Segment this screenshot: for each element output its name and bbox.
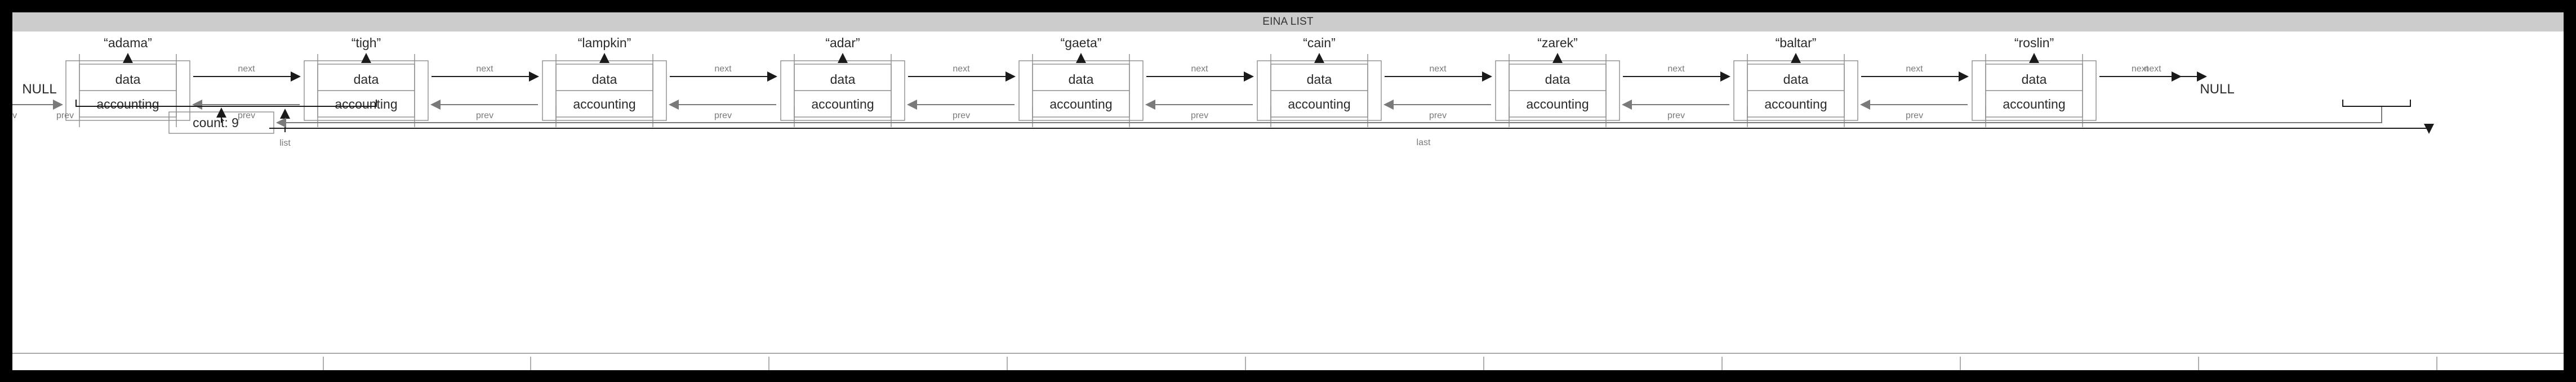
node-accounting-cell-8: accounting xyxy=(1764,97,1827,111)
node-accounting-cell-4: accounting xyxy=(811,97,874,111)
prev-label-4: prev xyxy=(714,111,732,120)
prev-label-9: prev xyxy=(1906,111,1923,120)
node-data-cell-1: data xyxy=(115,72,141,87)
node-accounting-cell-2: accounting xyxy=(335,97,397,111)
list-label: list xyxy=(279,138,291,148)
head-null-label: NULL xyxy=(22,82,56,97)
node-data-cell-5: data xyxy=(1069,72,1094,87)
window-titlebar: EINA LIST xyxy=(12,12,2564,32)
prev-label-3: prev xyxy=(476,111,493,120)
next-label-7: next xyxy=(1667,64,1685,74)
node-data-cell-6: data xyxy=(1307,72,1332,87)
node-accounting-cell-9: accounting xyxy=(2003,97,2065,111)
tail-null-label: NULL xyxy=(2200,82,2234,97)
node-data-cell-8: data xyxy=(1783,72,1809,87)
node-name-label-9: “roslin” xyxy=(2014,35,2054,50)
node-data-cell-7: data xyxy=(1545,72,1570,87)
count-label: count: 9 xyxy=(193,115,239,130)
node-data-cell-2: data xyxy=(354,72,379,87)
list-bus-line xyxy=(282,106,2382,123)
last-bus-line xyxy=(269,124,2434,134)
node-accounting-cell-7: accounting xyxy=(1526,97,1589,111)
node-data-cell-4: data xyxy=(830,72,856,87)
next-label-6: next xyxy=(1429,64,1447,74)
node-name-label-8: “baltar” xyxy=(1776,35,1817,50)
node-name-label-4: “adar” xyxy=(825,35,860,50)
prev-label-8: prev xyxy=(1667,111,1685,120)
next-label-5: next xyxy=(1191,64,1208,74)
next-label-1: next xyxy=(238,64,255,74)
node-name-label-1: “adama” xyxy=(104,35,152,50)
diagram-card: EINA LIST dataaccounting“adama”nextprevd… xyxy=(12,12,2564,370)
prev-label-5: prev xyxy=(953,111,970,120)
tail-next-label: next xyxy=(2132,64,2149,74)
node-name-label-7: “zarek” xyxy=(1537,35,1578,50)
prev-label-6: prev xyxy=(1191,111,1208,120)
node-accounting-cell-5: accounting xyxy=(1049,97,1112,111)
prev-label-1: prev xyxy=(12,111,17,120)
next-label-8: next xyxy=(1906,64,1923,74)
last-label: last xyxy=(1417,138,1431,147)
node-data-cell-3: data xyxy=(592,72,617,87)
node-data-cell-9: data xyxy=(2022,72,2047,87)
next-label-3: next xyxy=(714,64,732,74)
node-accounting-cell-6: accounting xyxy=(1288,97,1350,111)
window-title: EINA LIST xyxy=(1262,16,1314,28)
node-name-label-5: “gaeta” xyxy=(1061,35,1102,50)
node-name-label-3: “lampkin” xyxy=(578,35,631,50)
last-node-bracket xyxy=(2342,100,2411,107)
head-prev-label: prev xyxy=(56,111,74,120)
node-accounting-cell-1: accounting xyxy=(96,97,159,111)
node-name-label-2: “tigh” xyxy=(352,35,381,50)
next-label-4: next xyxy=(953,64,970,74)
diagram-canvas: data accounting “adama” next prev data account… xyxy=(12,32,2564,370)
list-bracket xyxy=(75,100,377,107)
node-accounting-cell-3: accounting xyxy=(573,97,635,111)
prev-label-2: prev xyxy=(238,111,255,120)
next-label-2: next xyxy=(476,64,493,74)
prev-label-7: prev xyxy=(1429,111,1447,120)
node-name-label-6: “cain” xyxy=(1303,35,1336,50)
next-label-9: next xyxy=(2144,64,2161,74)
linked-list-diagram: data accounting “adama” next prev data account… xyxy=(12,35,2564,370)
